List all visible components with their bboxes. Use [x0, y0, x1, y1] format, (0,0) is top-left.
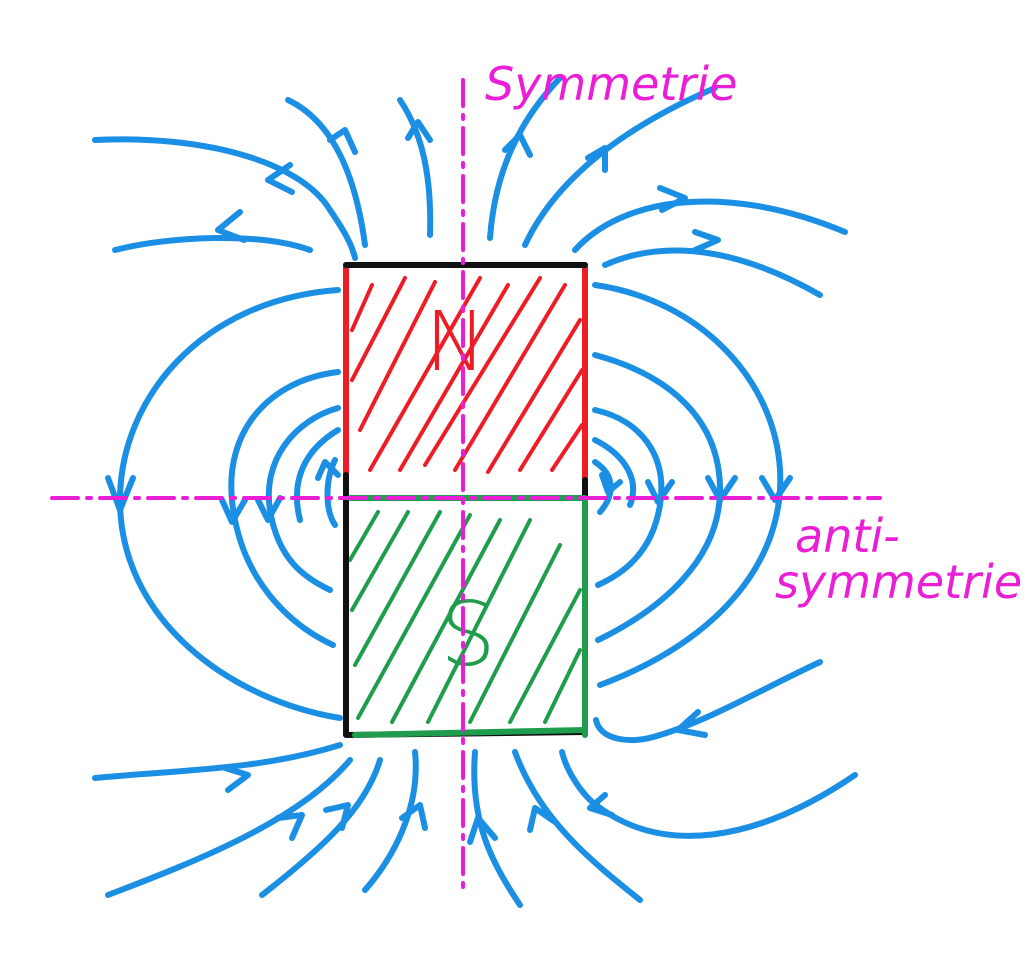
arrow-marker [327, 127, 358, 155]
field-line [362, 749, 419, 893]
field-line [593, 659, 823, 743]
field-line [559, 749, 858, 839]
field-line [522, 85, 718, 248]
field-line [471, 749, 523, 908]
arrow-marker [585, 145, 608, 173]
field-line [592, 352, 723, 643]
field-line [487, 75, 563, 241]
field-line [285, 97, 368, 248]
arrow-marker [645, 479, 675, 505]
arrow-marker [527, 805, 558, 833]
field-line [105, 757, 353, 898]
field-line [397, 97, 434, 238]
arrow-marker [705, 475, 738, 503]
arrow-marker [219, 497, 248, 525]
arrow-marker [275, 812, 305, 841]
north-pole-label: N [425, 295, 486, 390]
field-line [112, 234, 313, 253]
arrow-marker [405, 119, 433, 143]
field-line [602, 247, 823, 298]
symmetry-axis-label: Symmetrie [485, 57, 737, 111]
field-lines [92, 75, 858, 908]
arrow-marker [222, 765, 251, 793]
arrow-marker [255, 495, 283, 523]
field-arrows [105, 119, 793, 845]
field-line [293, 427, 341, 523]
arrow-marker [215, 209, 247, 243]
south-pole-hatching [348, 510, 582, 724]
arrow-marker [675, 709, 708, 738]
arrow-marker [467, 815, 498, 845]
arrow-marker [265, 162, 295, 195]
arrow-marker [315, 459, 341, 481]
field-line [92, 136, 358, 261]
arrow-marker [692, 229, 721, 253]
arrow-marker [502, 132, 533, 158]
field-line [592, 459, 614, 515]
south-pole-label: S [440, 583, 496, 686]
field-line [592, 282, 784, 688]
arrow-marker [587, 792, 615, 818]
arrow-marker [599, 472, 623, 495]
arrow-marker [399, 802, 428, 831]
antisymmetry-label-line2: symmetrie [775, 555, 1022, 609]
field-line [92, 742, 343, 781]
antisymmetry-label-line1: anti- [795, 509, 900, 563]
field-line [259, 757, 383, 898]
field-line [512, 749, 643, 903]
arrow-marker [105, 475, 136, 513]
field-line [265, 405, 341, 593]
field-line [592, 407, 665, 588]
arrow-marker [657, 185, 688, 213]
arrow-marker [323, 802, 351, 831]
